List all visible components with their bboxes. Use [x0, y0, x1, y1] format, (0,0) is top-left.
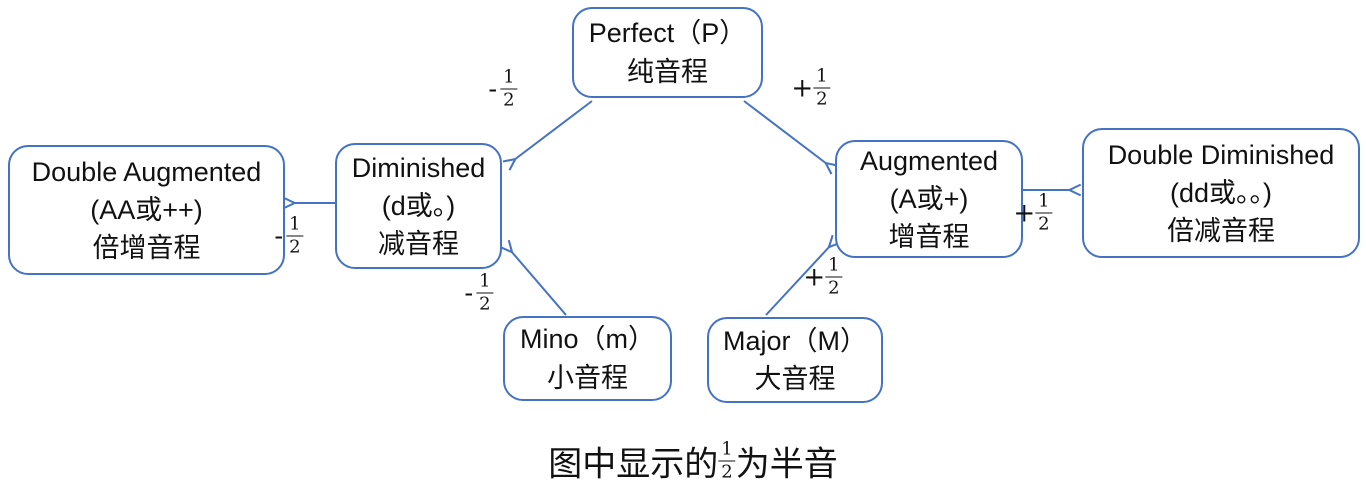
node-diminished-title: Diminished	[351, 152, 486, 183]
half-fraction: 1 2	[286, 215, 304, 258]
caption-suffix: 为半音	[735, 445, 838, 484]
half-fraction: 1 2	[476, 272, 494, 315]
node-perfect: Perfect（P） 纯音程	[572, 7, 763, 98]
fraction-denominator: 2	[1038, 213, 1050, 235]
node-diminished-abbr: (d或。)	[381, 190, 456, 221]
node-double-diminished: Double Diminished (dd或。。) 倍减音程	[1082, 128, 1360, 258]
minus-sign: -	[464, 278, 474, 308]
fraction-denominator: 2	[289, 236, 301, 258]
node-minor-title: Mino（m）	[519, 324, 655, 355]
fraction-numerator: 1	[286, 215, 304, 237]
node-double-augmented-title: Double Augmented	[31, 156, 262, 187]
node-perfect-cn: 纯音程	[627, 56, 708, 87]
fraction-numerator: 1	[1035, 192, 1053, 214]
node-double-diminished-title: Double Diminished	[1107, 139, 1335, 170]
caption-prefix: 图中显示的	[548, 445, 719, 484]
minus-sign: -	[274, 221, 284, 251]
fraction-denominator: 2	[503, 89, 515, 111]
fraction-numerator: 1	[476, 272, 494, 294]
node-double-augmented: Double Augmented (AA或++) 倍增音程	[8, 145, 285, 275]
fraction-numerator: 1	[825, 256, 843, 278]
edge-label-minor-to-diminished: - 1 2	[464, 272, 494, 315]
fraction-numerator: 1	[500, 68, 518, 90]
plus-sign: +	[791, 73, 814, 103]
node-minor-cn: 小音程	[547, 362, 628, 393]
fraction-denominator: 2	[816, 88, 828, 110]
node-major-cn: 大音程	[754, 364, 836, 394]
node-minor: Mino（m） 小音程	[503, 316, 672, 401]
edge-label-diminished-to-double-augmented: - 1 2	[274, 215, 304, 258]
arrow-perfect-to-diminished	[514, 100, 593, 160]
edge-label-perfect-to-augmented: + 1 2	[791, 67, 831, 110]
half-fraction: 1 2	[500, 68, 518, 111]
half-fraction: 1 2	[1035, 192, 1053, 235]
node-major-title: Major（M）	[722, 325, 867, 356]
edge-label-augmented-to-double-diminished: + 1 2	[1013, 192, 1053, 235]
plus-sign: +	[1013, 198, 1036, 228]
node-double-diminished-cn: 倍减音程	[1167, 216, 1275, 247]
node-augmented-title: Augmented	[859, 145, 999, 176]
fraction-denominator: 2	[721, 461, 733, 483]
node-augmented-cn: 增音程	[888, 222, 970, 253]
fraction-denominator: 2	[479, 293, 491, 315]
node-diminished: Diminished (d或。) 减音程	[335, 143, 502, 269]
node-double-augmented-cn: 倍增音程	[92, 233, 201, 264]
arrow-perfect-to-augmented	[743, 100, 827, 164]
caption: 图中显示的 1 2 为半音	[548, 437, 837, 486]
arrow-minor-to-diminished	[511, 251, 567, 316]
node-augmented: Augmented (A或+) 增音程	[835, 140, 1023, 258]
node-double-diminished-abbr: (dd或。。)	[1169, 177, 1272, 208]
fraction-numerator: 1	[718, 440, 736, 462]
half-fraction: 1 2	[813, 67, 831, 110]
fraction-numerator: 1	[813, 67, 831, 89]
edge-label-major-to-augmented: + 1 2	[803, 256, 843, 299]
minus-sign: -	[488, 74, 498, 104]
half-fraction: 1 2	[718, 440, 736, 483]
node-perfect-title: Perfect（P）	[588, 18, 747, 49]
node-major: Major（M） 大音程	[707, 317, 883, 403]
node-double-augmented-abbr: (AA或++)	[90, 194, 203, 225]
node-augmented-abbr: (A或+)	[889, 183, 969, 214]
plus-sign: +	[803, 262, 826, 292]
half-fraction: 1 2	[825, 256, 843, 299]
fraction-denominator: 2	[828, 277, 840, 299]
node-diminished-cn: 减音程	[378, 229, 459, 260]
edge-label-perfect-to-diminished: - 1 2	[488, 68, 518, 111]
